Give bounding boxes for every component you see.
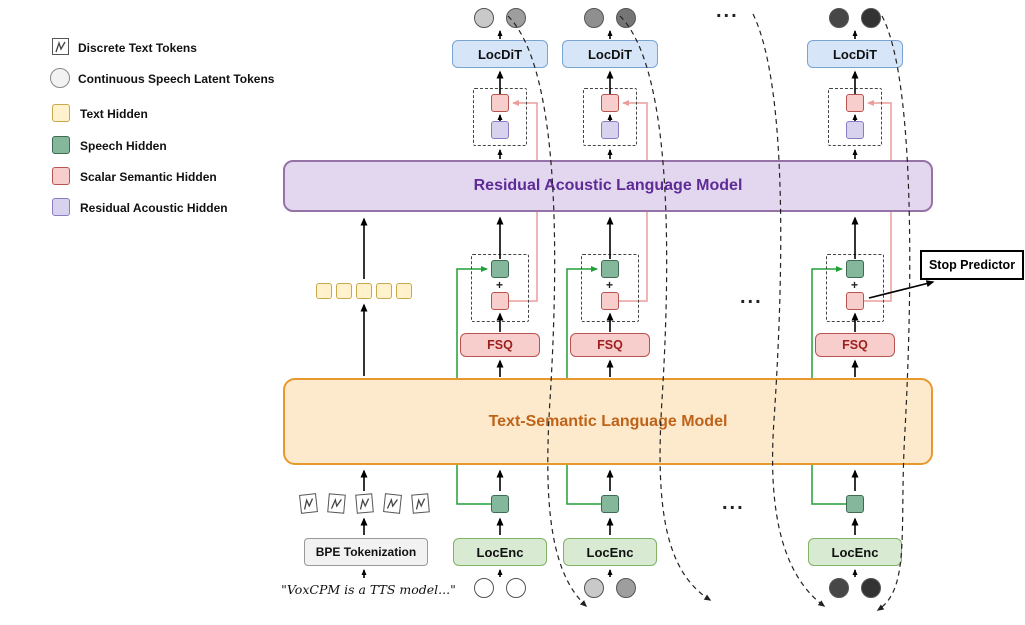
residual-acoustic-hidden-square bbox=[846, 121, 864, 139]
residual-acoustic-language-model-box: Residual Acoustic Language Model bbox=[283, 160, 933, 212]
text-semantic-language-model-box: Text-Semantic Language Model bbox=[283, 378, 933, 465]
discrete-token bbox=[411, 493, 430, 514]
plus-sign: + bbox=[851, 278, 859, 292]
ellipsis-bottom: ... bbox=[722, 492, 745, 514]
speech-latent-token-icon bbox=[50, 68, 70, 88]
legend-label-continuous-speech-latent-tokens: Continuous Speech Latent Tokens bbox=[78, 72, 275, 86]
text-hidden-swatch bbox=[52, 104, 70, 122]
speech-hidden-swatch bbox=[52, 136, 70, 154]
text-hidden-square bbox=[376, 283, 392, 299]
fsq-box: FSQ bbox=[460, 333, 540, 357]
speech-hidden-square bbox=[601, 260, 619, 278]
bpe-tokenization-box: BPE Tokenization bbox=[304, 538, 428, 566]
generated-latent-circle bbox=[861, 8, 881, 28]
legend-label-speech-hidden: Speech Hidden bbox=[80, 139, 167, 153]
generated-latent-circle bbox=[506, 8, 526, 28]
speech-latent-circle bbox=[616, 578, 636, 598]
legend-label-text-hidden: Text Hidden bbox=[80, 107, 148, 121]
speech-latent-circle bbox=[474, 578, 494, 598]
input-text: "VoxCPM is a TTS model..." bbox=[281, 582, 456, 597]
scalar-semantic-hidden-square bbox=[601, 94, 619, 112]
legend-label-scalar-semantic-hidden: Scalar Semantic Hidden bbox=[80, 170, 217, 184]
discrete-token bbox=[327, 493, 346, 514]
zigzag-icon bbox=[359, 497, 370, 510]
discrete-token-icon bbox=[52, 38, 69, 55]
generated-latent-circle bbox=[584, 8, 604, 28]
locenc-box: LocEnc bbox=[808, 538, 902, 566]
locdit-box: LocDiT bbox=[452, 40, 548, 68]
legend-label-residual-acoustic-hidden: Residual Acoustic Hidden bbox=[80, 201, 228, 215]
scalar-semantic-hidden-swatch bbox=[52, 167, 70, 185]
speech-hidden-square bbox=[491, 260, 509, 278]
speech-latent-circle bbox=[584, 578, 604, 598]
generated-latent-circle bbox=[616, 8, 636, 28]
zigzag-icon bbox=[330, 497, 342, 509]
scalar-semantic-hidden-square bbox=[601, 292, 619, 310]
generated-latent-circle bbox=[829, 8, 849, 28]
speech-hidden-square bbox=[491, 495, 509, 513]
text-hidden-square bbox=[316, 283, 332, 299]
dashed-feedback-curve bbox=[752, 13, 826, 607]
text-hidden-square bbox=[336, 283, 352, 299]
fsq-box: FSQ bbox=[815, 333, 895, 357]
locdit-box: LocDiT bbox=[807, 40, 903, 68]
speech-hidden-square bbox=[846, 495, 864, 513]
locdit-box: LocDiT bbox=[562, 40, 658, 68]
zigzag-icon bbox=[415, 497, 426, 510]
discrete-token bbox=[383, 493, 402, 514]
discrete-token bbox=[355, 493, 374, 514]
zigzag-icon bbox=[55, 40, 66, 52]
speech-hidden-square bbox=[601, 495, 619, 513]
speech-hidden-square bbox=[846, 260, 864, 278]
zigzag-icon bbox=[386, 497, 399, 509]
speech-latent-circle bbox=[829, 578, 849, 598]
text-hidden-square bbox=[356, 283, 372, 299]
ellipsis-top: ... bbox=[716, 0, 739, 22]
legend-label-discrete-text-tokens: Discrete Text Tokens bbox=[78, 41, 197, 55]
locenc-box: LocEnc bbox=[453, 538, 547, 566]
scalar-semantic-hidden-square bbox=[491, 292, 509, 310]
scalar-semantic-hidden-square bbox=[846, 292, 864, 310]
discrete-token bbox=[299, 493, 318, 514]
text-hidden-square bbox=[396, 283, 412, 299]
plus-sign: + bbox=[606, 278, 614, 292]
residual-acoustic-hidden-square bbox=[491, 121, 509, 139]
zigzag-icon bbox=[303, 497, 314, 510]
generated-latent-circle bbox=[474, 8, 494, 28]
scalar-semantic-hidden-square bbox=[846, 94, 864, 112]
plus-sign: + bbox=[496, 278, 504, 292]
residual-acoustic-hidden-swatch bbox=[52, 198, 70, 216]
speech-latent-circle bbox=[506, 578, 526, 598]
speech-latent-circle bbox=[861, 578, 881, 598]
ellipsis-middle: ... bbox=[740, 286, 763, 308]
residual-acoustic-hidden-square bbox=[601, 121, 619, 139]
fsq-box: FSQ bbox=[570, 333, 650, 357]
scalar-semantic-hidden-square bbox=[491, 94, 509, 112]
stop-predictor-box: Stop Predictor bbox=[920, 250, 1024, 280]
locenc-box: LocEnc bbox=[563, 538, 657, 566]
